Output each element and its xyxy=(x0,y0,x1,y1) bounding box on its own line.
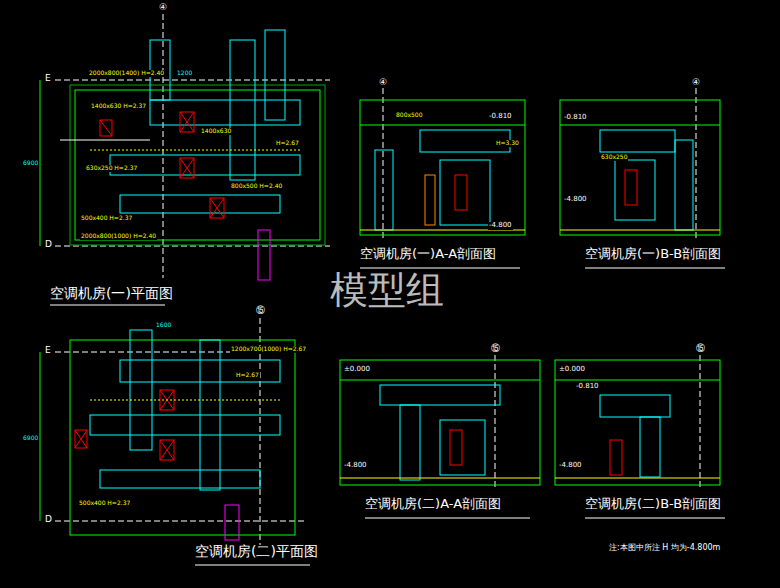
duct-size: 500x400 H=2.37 xyxy=(78,500,131,507)
duct-size: 1400x630 xyxy=(200,128,232,135)
view-title: 空调机房(一)B-B剖面图 xyxy=(585,247,721,261)
axis-label: ④ xyxy=(691,78,701,88)
duct-size: H=2.67 xyxy=(235,372,260,379)
duct-size: 2000x800(1400) H=2.40 xyxy=(88,70,165,77)
section-two-aa xyxy=(340,355,540,490)
note: 注:本图中所注 H 均为-4.800m xyxy=(608,544,721,553)
elevation: -0.810 xyxy=(575,383,600,391)
elevation: ±0.000 xyxy=(558,366,586,374)
elevation: -4.800 xyxy=(563,196,588,204)
axis-label: ⑮ xyxy=(255,306,266,316)
watermark: 模型组 xyxy=(330,270,444,312)
duct-size: 1200x700(1000) H=2.67 xyxy=(230,346,307,353)
view-title: 空调机房(一)平面图 xyxy=(50,286,173,301)
duct-size: 630x250 H=2.37 xyxy=(85,165,138,172)
dimension: 6900 xyxy=(22,435,39,442)
axis-label: ⑮ xyxy=(695,344,706,354)
title-underline xyxy=(50,268,725,565)
view-title: 空调机房(二)A-A剖面图 xyxy=(365,497,501,511)
axis-label: E xyxy=(44,74,52,84)
duct-size: 800x500 xyxy=(395,112,423,119)
duct-size: 2000x800(1000) H=2.40 xyxy=(80,233,157,240)
dimension: 1200 xyxy=(176,70,193,77)
dimension: 1600 xyxy=(155,322,172,329)
section-one-bb xyxy=(560,88,720,238)
duct-size: 500x400 H=2.37 xyxy=(80,215,133,222)
plan-one xyxy=(40,14,330,280)
axis-label: E xyxy=(44,346,52,356)
section-one-aa xyxy=(360,88,525,238)
view-title: 空调机房(一)A-A剖面图 xyxy=(360,247,496,261)
duct-size: 1400x630 H=2.37 xyxy=(90,103,147,110)
dimension: 6900 xyxy=(22,160,39,167)
elevation: -4.800 xyxy=(343,462,368,470)
axis-label: ⑮ xyxy=(490,344,501,354)
view-title: 空调机房(二)平面图 xyxy=(195,544,318,559)
elevation: -0.810 xyxy=(563,114,588,122)
section-two-bb xyxy=(555,355,720,490)
elevation: -0.810 xyxy=(488,113,513,121)
axis-label: ④ xyxy=(378,78,388,88)
elevation: ±0.000 xyxy=(343,366,371,374)
view-title: 空调机房(二)B-B剖面图 xyxy=(585,497,721,511)
duct-size: 800x500 H=2.40 xyxy=(230,183,283,190)
axis-label: D xyxy=(44,240,53,250)
elevation: -4.800 xyxy=(558,462,583,470)
elevation: -4.800 xyxy=(488,222,513,230)
axis-label: ④ xyxy=(158,3,168,13)
axis-label: D xyxy=(44,515,53,525)
duct-size: 630x250 xyxy=(600,154,628,161)
duct-size: H=3.30 xyxy=(495,140,520,147)
duct-size: H=2.67 xyxy=(275,140,300,147)
